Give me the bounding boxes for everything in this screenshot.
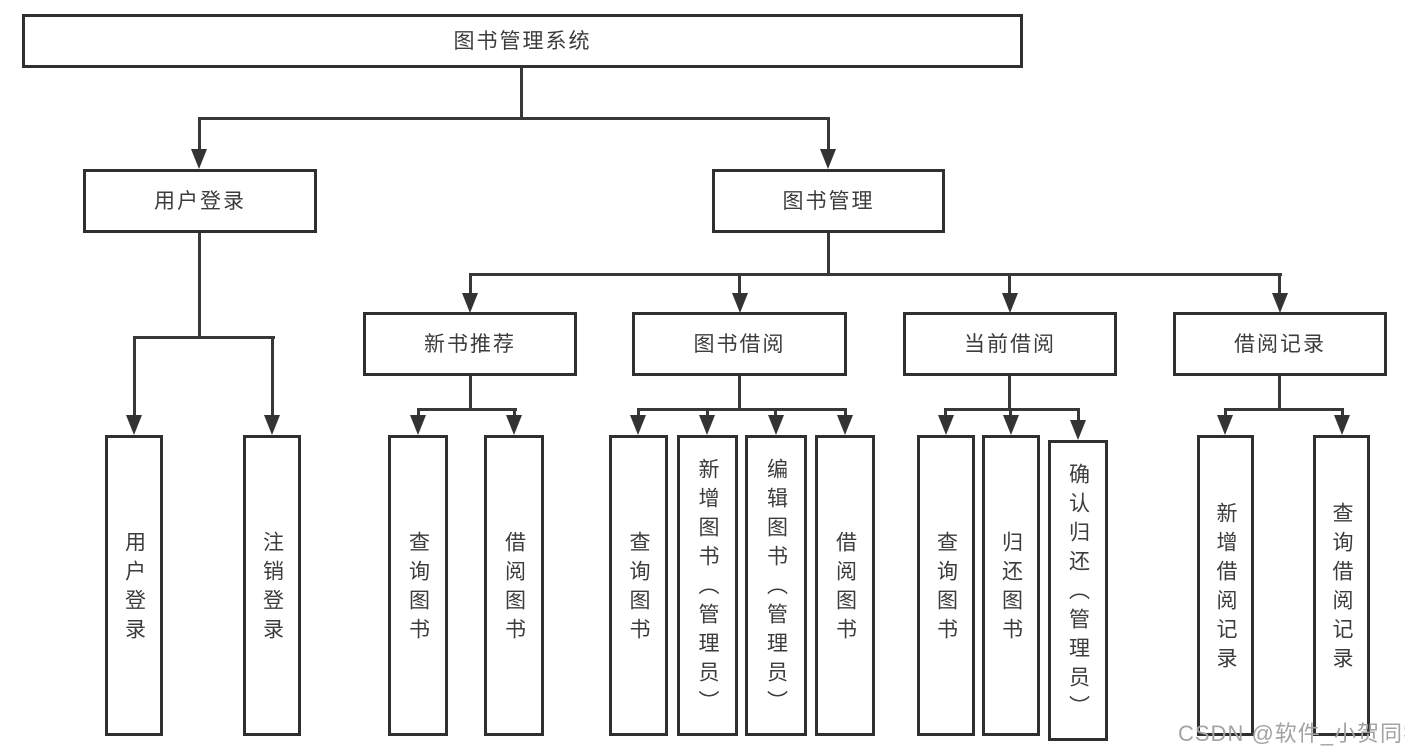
leaf-user-login: 用户登录 <box>105 435 163 736</box>
connector-line <box>844 408 847 417</box>
arrow-down-icon <box>1002 293 1018 313</box>
connector-line <box>1009 408 1012 417</box>
connector-line <box>1224 408 1344 411</box>
node-borrow-records: 借阅记录 <box>1173 312 1387 376</box>
connector-line <box>198 117 830 120</box>
connector-line <box>944 408 1080 411</box>
leaf-add-borrow-record: 新增借阅记录 <box>1197 435 1254 736</box>
connector-line <box>774 408 777 417</box>
node-new-book-recommend: 新书推荐 <box>363 312 577 376</box>
connector-line <box>827 117 830 150</box>
leaf-query-books-current: 查询图书 <box>917 435 975 736</box>
connector-line <box>469 273 1282 276</box>
leaf-borrow-books: 借阅图书 <box>815 435 875 736</box>
node-current-borrow: 当前借阅 <box>903 312 1117 376</box>
connector-line <box>417 408 420 417</box>
connector-line <box>738 376 741 408</box>
connector-line <box>1077 408 1080 422</box>
node-root: 图书管理系统 <box>22 14 1023 68</box>
connector-line <box>1008 376 1011 408</box>
leaf-confirm-return-admin: 确认归还（管理员） <box>1048 440 1108 741</box>
node-book-borrow: 图书借阅 <box>632 312 847 376</box>
arrow-down-icon <box>938 415 954 435</box>
csdn-watermark: CSDN @软件_小贺同学 <box>1178 721 1405 746</box>
connector-line <box>513 408 516 417</box>
connector-line <box>1008 273 1011 295</box>
connector-line <box>469 273 472 295</box>
leaf-query-books-recommend: 查询图书 <box>388 435 448 736</box>
arrow-down-icon <box>506 415 522 435</box>
arrow-down-icon <box>410 415 426 435</box>
connector-line <box>706 408 709 417</box>
connector-line <box>469 376 472 408</box>
arrow-down-icon <box>837 415 853 435</box>
connector-line <box>827 233 830 273</box>
connector-line <box>1278 273 1281 295</box>
arrow-down-icon <box>1070 420 1086 440</box>
node-book-management: 图书管理 <box>712 169 945 233</box>
arrow-down-icon <box>820 149 836 169</box>
arrow-down-icon <box>191 149 207 169</box>
arrow-down-icon <box>1272 293 1288 313</box>
connector-line <box>944 408 947 417</box>
connector-line <box>738 273 741 295</box>
node-user-login: 用户登录 <box>83 169 317 233</box>
arrow-down-icon <box>462 293 478 313</box>
arrow-down-icon <box>1334 415 1350 435</box>
connector-line <box>637 408 847 411</box>
leaf-add-book-admin: 新增图书（管理员） <box>677 435 738 736</box>
arrow-down-icon <box>699 415 715 435</box>
connector-line <box>417 408 517 411</box>
connector-line <box>1341 408 1344 417</box>
connector-line <box>133 336 275 339</box>
arrow-down-icon <box>732 293 748 313</box>
arrow-down-icon <box>264 415 280 435</box>
arrow-down-icon <box>1217 415 1233 435</box>
leaf-return-book: 归还图书 <box>982 435 1040 736</box>
connector-line <box>133 336 136 417</box>
connector-line <box>198 233 201 338</box>
leaf-edit-book-admin: 编辑图书（管理员） <box>745 435 807 736</box>
arrow-down-icon <box>1003 415 1019 435</box>
connector-line <box>198 117 201 150</box>
connector-line <box>520 68 523 117</box>
connector-line <box>637 408 640 417</box>
leaf-borrow-books-recommend: 借阅图书 <box>484 435 544 736</box>
connector-line <box>1278 376 1281 408</box>
connector-line <box>271 336 274 417</box>
arrow-down-icon <box>126 415 142 435</box>
leaf-logout-login: 注销登录 <box>243 435 301 736</box>
arrow-down-icon <box>630 415 646 435</box>
connector-line <box>1224 408 1227 417</box>
leaf-query-borrow-record: 查询借阅记录 <box>1313 435 1370 736</box>
arrow-down-icon <box>768 415 784 435</box>
leaf-query-books-borrow: 查询图书 <box>609 435 668 736</box>
